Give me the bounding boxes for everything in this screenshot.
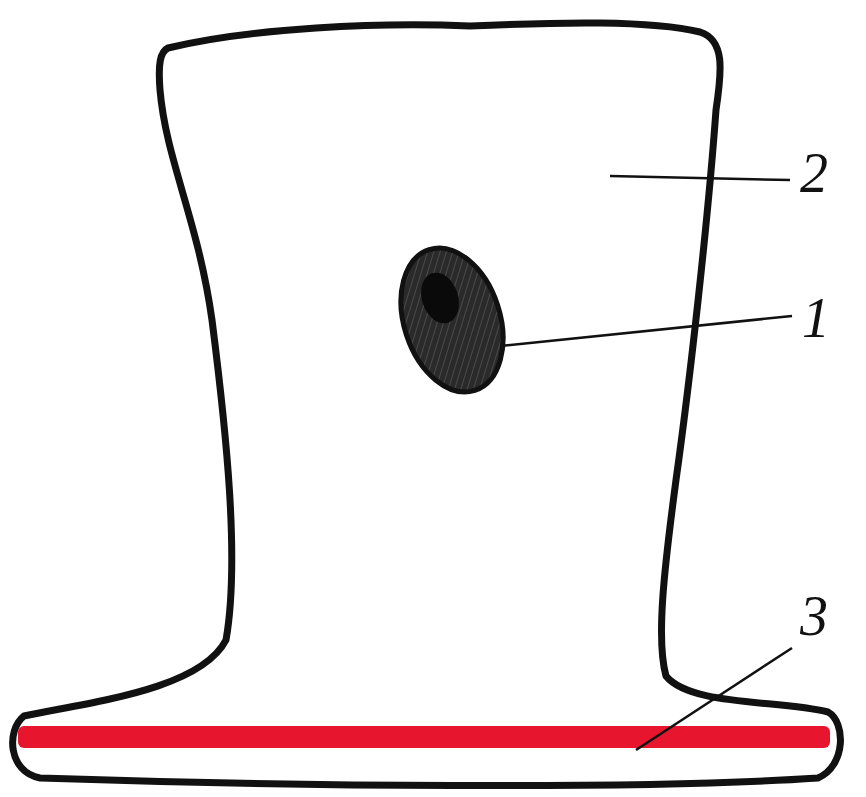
callout-number: 2 — [800, 145, 828, 201]
basement-membrane — [18, 726, 830, 748]
callout-number: 3 — [800, 588, 828, 644]
cell-outline — [13, 23, 841, 786]
leader-line — [636, 648, 792, 750]
leader-line — [500, 316, 792, 346]
callout-number: 1 — [802, 290, 830, 346]
nucleolus — [415, 268, 465, 329]
nucleus — [383, 235, 520, 405]
leader-line — [610, 176, 790, 180]
